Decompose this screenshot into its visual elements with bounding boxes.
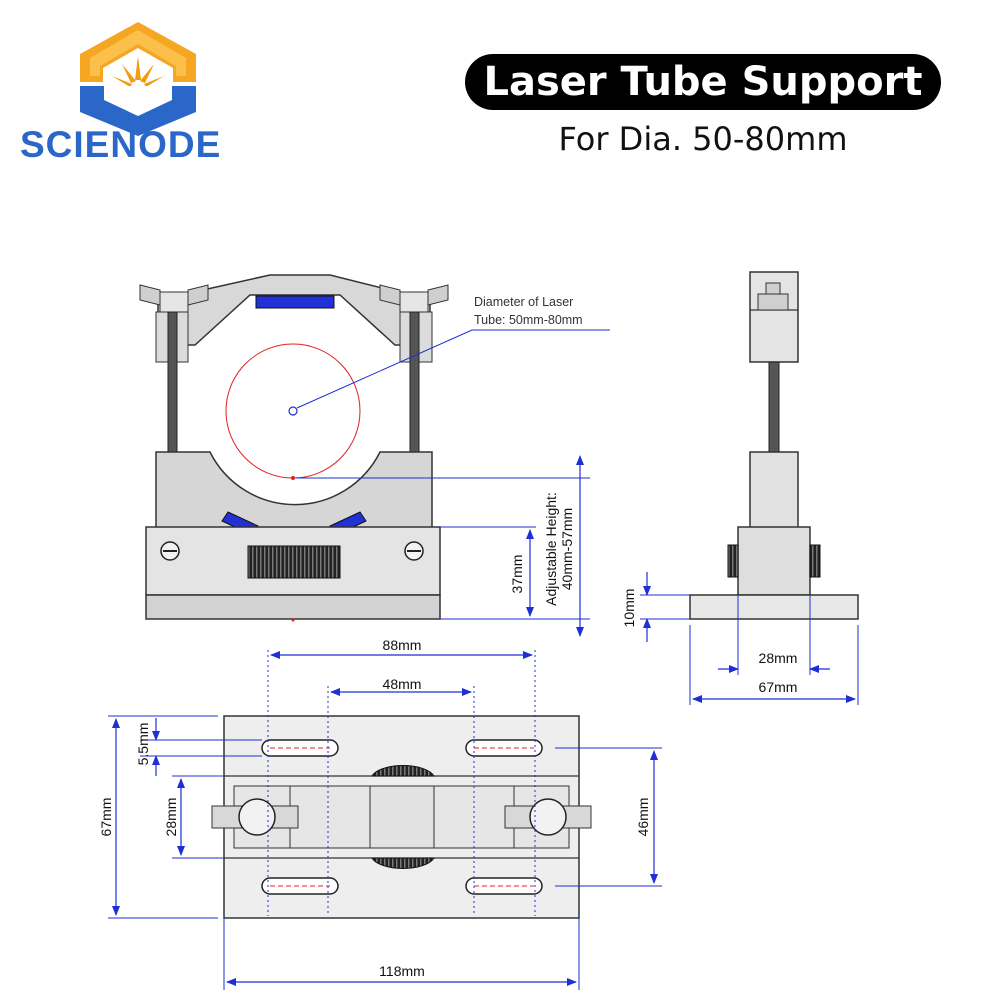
scienode-logo-icon [80, 22, 196, 136]
dim-left-67mm-label: 67mm [98, 798, 114, 837]
dim-right-46mm-label: 46mm [635, 798, 651, 837]
dim-118mm-label: 118mm [379, 963, 425, 979]
callout-text-line1: Diameter of Laser [474, 295, 573, 309]
brand-name: SCIENODE [20, 124, 222, 165]
page-subtitle: For Dia. 50-80mm [558, 120, 848, 158]
dim-48mm-label: 48mm [383, 676, 422, 692]
page-title: Laser Tube Support [465, 54, 941, 110]
front-view: Diameter of Laser Tube: 50mm-80mm 37mm A… [139, 274, 610, 637]
dim-side-67mm-label: 67mm [759, 679, 798, 695]
top-view: 88mm 48mm 67mm 5.5mm 28mm 46mm 118mm [98, 637, 662, 990]
callout-text-line2: Tube: 50mm-80mm [474, 313, 583, 327]
dim-37mm-label: 37mm [509, 555, 525, 594]
dim-5-5mm-label: 5.5mm [135, 723, 151, 766]
dim-side-28mm-label: 28mm [759, 650, 798, 666]
dim-10mm-label: 10mm [621, 589, 637, 628]
side-view: 10mm 28mm 67mm [621, 271, 859, 705]
dim-left-28mm-label: 28mm [163, 798, 179, 837]
dim-88mm-label: 88mm [383, 637, 422, 653]
dim-adjustable-label-2: 40mm-57mm [559, 508, 575, 590]
dim-adjustable-label-1: Adjustable Height: [543, 492, 559, 606]
